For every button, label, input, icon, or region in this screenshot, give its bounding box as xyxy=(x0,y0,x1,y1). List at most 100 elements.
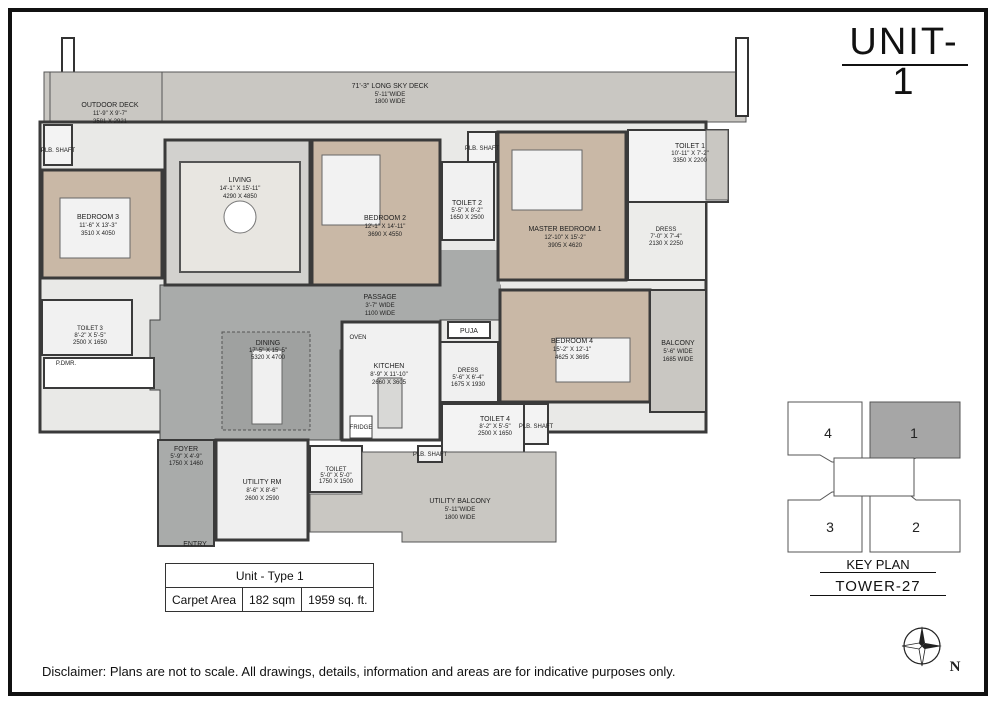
small-toilet-floor xyxy=(309,445,363,493)
living-dim2: 4290 X 4850 xyxy=(223,194,258,200)
bedroom2-bed xyxy=(321,154,381,226)
carpet-area-sqm: 182 sqm xyxy=(242,587,303,612)
toilet3-floor xyxy=(41,299,133,356)
disclaimer-text: Disclaimer: Plans are not to scale. All … xyxy=(42,664,676,679)
living-dim1: 14'-1" X 15'-11" xyxy=(220,186,261,192)
outdoor-deck-dim2: 3581 X 2921 xyxy=(93,119,128,125)
foyer-dim1: 5'-9" X 4'-9" xyxy=(170,454,201,460)
unit-title: UNIT-1 xyxy=(849,21,959,103)
foyer-label: FOYER xyxy=(174,446,198,453)
kitchen-dim1: 8'-9" X 11'-10" xyxy=(370,372,407,378)
dining-dim2: 5320 X 4700 xyxy=(251,355,286,361)
key-plan-label: KEY PLAN xyxy=(820,557,936,573)
bedroom4-bed xyxy=(555,337,631,383)
utility-balcony-floor xyxy=(309,451,557,543)
dress1-label: DRESS xyxy=(656,227,677,233)
bedroom3-bed xyxy=(59,197,131,259)
key-plan-block-4 xyxy=(787,401,863,463)
bedroom4-dim1: 15'-2" X 12'-1" xyxy=(553,347,591,353)
foyer-floor xyxy=(157,439,215,547)
toilet3-dim2: 2500 X 1650 xyxy=(73,340,108,346)
living-table-icon xyxy=(223,200,257,234)
plb-shaft-3 xyxy=(417,445,443,463)
utility-balcony-dim2: 1800 WIDE xyxy=(445,515,476,521)
kitchen-dim2: 2660 X 3605 xyxy=(372,380,407,386)
pdmr-label: P.DMR. xyxy=(56,361,77,367)
master-bed xyxy=(511,149,583,211)
dress1-dim1: 7'-0" X 7'-4" xyxy=(650,234,681,240)
deck-post-left xyxy=(61,37,75,77)
key-plan-unit-4: 4 xyxy=(824,425,832,441)
toilet1-dim1: 10'-11" X 7'-2" xyxy=(671,151,708,157)
sky-deck-dim2: 1800 WIDE xyxy=(375,99,406,105)
compass-north-label: N xyxy=(950,659,961,675)
plb-shaft-2 xyxy=(467,131,497,163)
fridge-label: FRIDGE xyxy=(350,425,373,431)
bedroom2-dim1: 12'-1" X 14'-11" xyxy=(365,224,406,230)
sky-deck-label: 71'-3" LONG SKY DECK xyxy=(352,83,429,90)
key-plan-unit-3: 3 xyxy=(826,519,834,535)
dining-table xyxy=(251,349,283,425)
dress1-dim2: 2130 X 2250 xyxy=(649,241,684,247)
small-toilet-dim2: 1750 X 1500 xyxy=(319,479,354,485)
bedroom4-label: BEDROOM 4 xyxy=(551,338,593,345)
utility-room-dim1: 8'-6" X 8'-6" xyxy=(246,488,277,494)
dining-label: DINING xyxy=(256,340,281,347)
small-toilet-label: TOILET xyxy=(326,467,347,473)
foyer-dim2: 1750 X 1460 xyxy=(169,461,204,467)
bedroom3-dim1: 11'-6" X 13'-3" xyxy=(79,223,116,229)
room-labels: 71'-3" LONG SKY DECK 5'-11"WIDE 1800 WID… xyxy=(41,83,709,548)
unit-type-header: Unit - Type 1 xyxy=(164,563,375,588)
entry-label: ENTRY xyxy=(183,541,207,548)
bedroom2-label: BEDROOM 2 xyxy=(364,215,406,222)
small-toilet-dim1: 5'-0" X 5'-0" xyxy=(320,473,351,479)
toilet1-dim2: 3350 X 2200 xyxy=(673,158,708,164)
outdoor-deck-dim1: 11'-9" X 9'-7" xyxy=(93,111,127,117)
toilet4-dim1: 8'-2" X 5'-5" xyxy=(479,424,510,430)
balcony-label: BALCONY xyxy=(661,340,695,347)
dress4-dim2: 1675 X 1930 xyxy=(451,382,486,388)
deck-post-right xyxy=(735,37,749,117)
kitchen-island xyxy=(377,377,403,429)
key-plan-core xyxy=(833,457,915,497)
key-plan: 4 1 3 2 xyxy=(787,401,961,553)
master-bedroom-label: MASTER BEDROOM 1 xyxy=(528,226,601,233)
toilet3-label: TOILET 3 xyxy=(77,326,103,332)
balcony-dim1: 5'-6" WIDE xyxy=(663,349,692,355)
utility-room-label: UTILITY RM xyxy=(243,479,282,486)
toilet2-dim2: 1650 X 2500 xyxy=(450,215,485,221)
balcony-floor xyxy=(649,289,707,413)
toilet3-dim1: 8'-2" X 5'-5" xyxy=(74,333,105,339)
plb-shaft-1-label: PLB. SHAFT xyxy=(41,148,76,154)
plb-shaft-4 xyxy=(523,403,549,445)
dress4-floor xyxy=(439,341,499,403)
outdoor-deck-label: OUTDOOR DECK xyxy=(81,102,139,109)
sky-deck-dim1: 5'-11"WIDE xyxy=(375,92,406,98)
fridge-box xyxy=(349,415,373,439)
utility-balcony-dim1: 5'-11"WIDE xyxy=(445,507,476,513)
toilet4-dim2: 2500 X 1650 xyxy=(478,431,513,437)
balcony-dim2: 1685 WIDE xyxy=(663,357,694,363)
dining-dim1: 17'-5" X 15'-5" xyxy=(249,348,287,354)
bedroom4-dim2: 4625 X 3695 xyxy=(555,355,590,361)
toilet2-dim1: 5'-5" X 8'-2" xyxy=(451,208,482,214)
plb-shaft-4-label: PLB. SHAFT xyxy=(519,424,554,430)
dress1-floor xyxy=(627,199,707,281)
bedroom2-dim2: 3690 X 4550 xyxy=(368,232,403,238)
passage-label: PASSAGE xyxy=(364,294,397,301)
key-plan-unit-2: 2 xyxy=(912,519,920,535)
utility-room-dim2: 2600 X 2590 xyxy=(245,496,280,502)
plb-shaft-1 xyxy=(43,124,73,166)
toilet1-side xyxy=(705,129,729,201)
puja-label: PUJA xyxy=(460,328,478,335)
unit-area-table: Unit - Type 1 Carpet Area 182 sqm 1959 s… xyxy=(164,563,375,612)
oven-label: OVEN xyxy=(349,335,366,341)
toilet4-floor xyxy=(441,403,525,457)
key-plan-block-3 xyxy=(787,491,863,553)
toilet1-label: TOILET 1 xyxy=(675,143,705,150)
page-border xyxy=(8,8,988,696)
bedroom3-dim2: 3510 X 4050 xyxy=(81,231,116,237)
kitchen-label: KITCHEN xyxy=(374,363,405,370)
carpet-area-sqft: 1959 sq. ft. xyxy=(301,587,375,612)
